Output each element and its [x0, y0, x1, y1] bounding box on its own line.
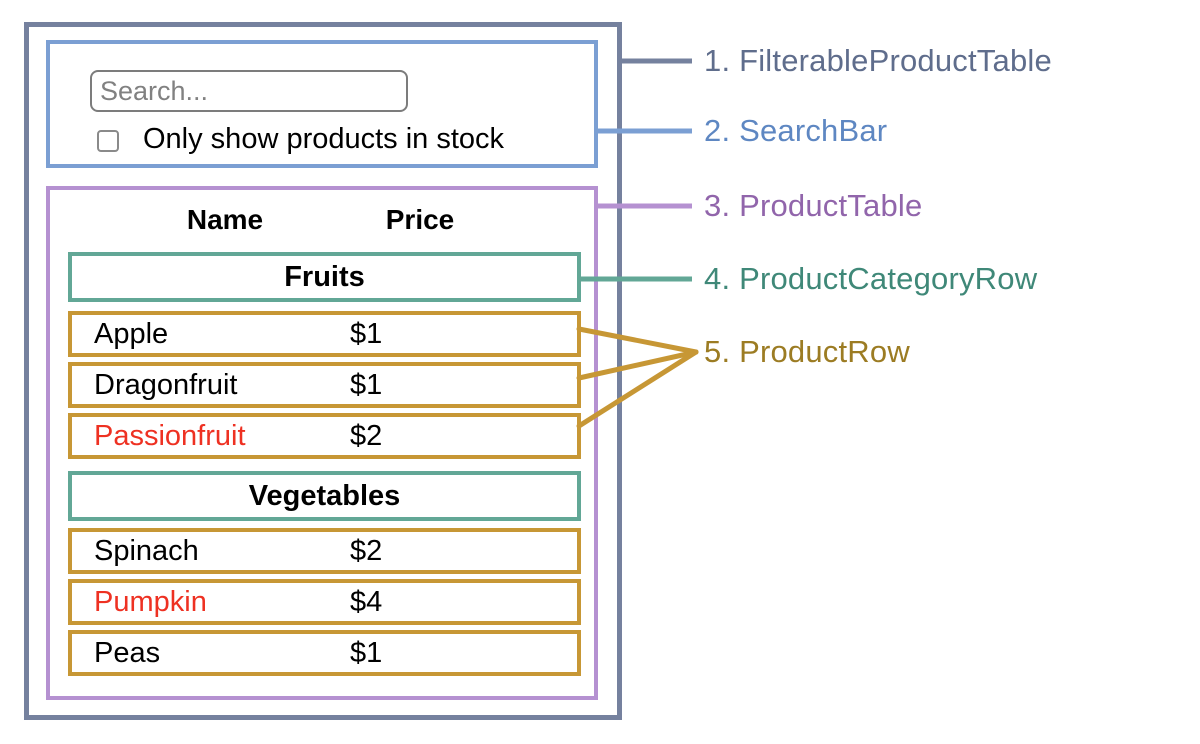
- label-product-row: 5. ProductRow: [704, 334, 910, 369]
- product-price: $4: [350, 585, 383, 618]
- product-row-passionfruit: Passionfruit $2: [68, 413, 581, 459]
- product-name: Peas: [94, 636, 161, 669]
- product-name: Apple: [94, 317, 169, 350]
- product-name-out-of-stock: Passionfruit: [94, 419, 246, 452]
- in-stock-checkbox-label[interactable]: Only show products in stock: [143, 123, 505, 155]
- product-table-box: Name Price Fruits Apple $1 Dragonfruit $…: [46, 186, 598, 700]
- label-search-bar: 2. SearchBar: [704, 113, 888, 148]
- category-label: Fruits: [284, 260, 365, 293]
- product-name: Dragonfruit: [94, 368, 238, 401]
- product-category-row-fruits: Fruits: [68, 252, 581, 302]
- product-price: $1: [350, 317, 383, 350]
- search-bar-box: Only show products in stock: [46, 40, 598, 168]
- product-price: $2: [350, 419, 383, 452]
- product-row-dragonfruit: Dragonfruit $1: [68, 362, 581, 408]
- label-product-category-row: 4. ProductCategoryRow: [704, 261, 1038, 296]
- product-row-peas: Peas $1: [68, 630, 581, 676]
- product-price: $1: [350, 368, 383, 401]
- product-row-spinach: Spinach $2: [68, 528, 581, 574]
- column-header-name: Name: [186, 204, 264, 235]
- filterable-product-table-box: Only show products in stock Name Price F…: [24, 22, 622, 720]
- in-stock-checkbox[interactable]: [97, 130, 119, 152]
- product-row-apple: Apple $1: [68, 311, 581, 357]
- category-label: Vegetables: [248, 479, 401, 512]
- column-header-price: Price: [385, 204, 455, 235]
- product-name: Spinach: [94, 534, 199, 567]
- label-product-table: 3. ProductTable: [704, 188, 923, 223]
- product-category-row-vegetables: Vegetables: [68, 471, 581, 521]
- product-name-out-of-stock: Pumpkin: [94, 585, 207, 618]
- product-price: $2: [350, 534, 383, 567]
- product-price: $1: [350, 636, 383, 669]
- label-filterable-product-table: 1. FilterableProductTable: [704, 43, 1052, 78]
- product-row-pumpkin: Pumpkin $4: [68, 579, 581, 625]
- search-input[interactable]: [90, 70, 408, 112]
